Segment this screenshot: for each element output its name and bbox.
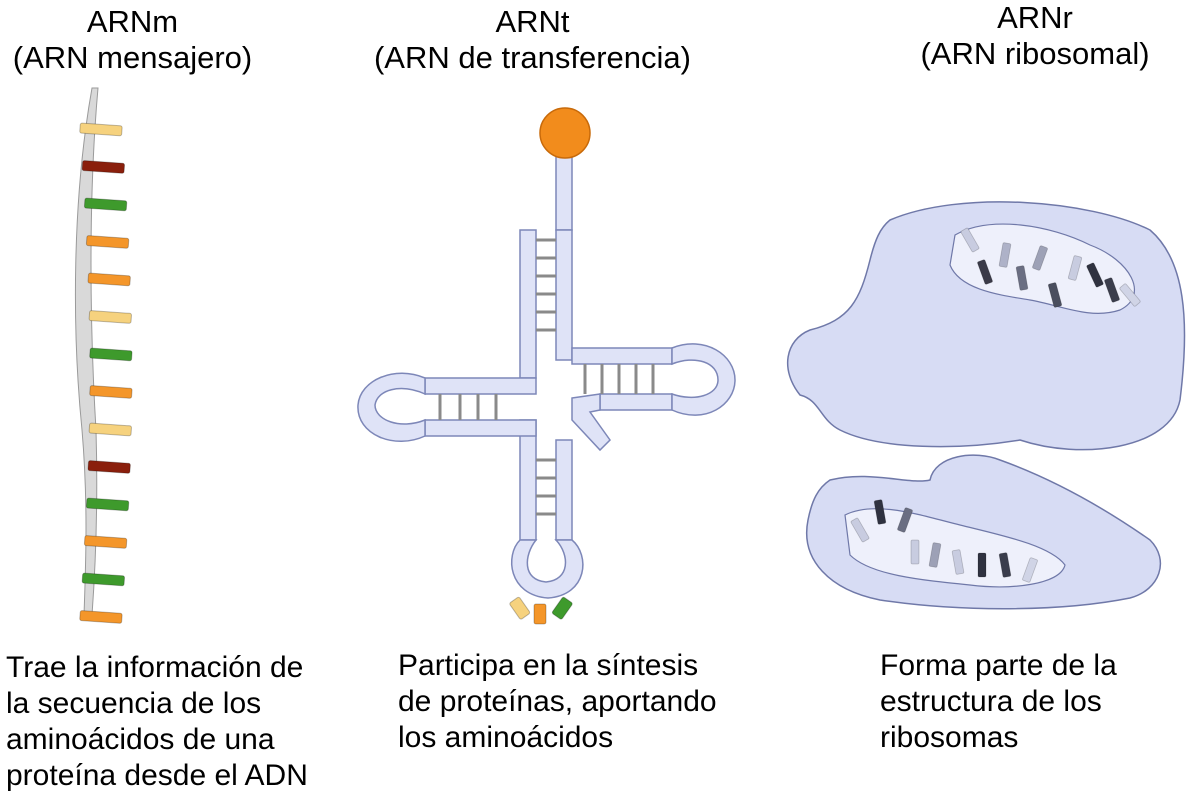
trna-description-line: de proteínas, aportando: [398, 685, 717, 718]
mrna-base-light-yellow: [79, 122, 123, 137]
mrna-base-orange: [89, 385, 133, 399]
mrna-description-line: Trae la información de: [6, 651, 304, 684]
mrna-description-line: aminoácidos de una: [6, 723, 275, 756]
mrna-base-orange: [79, 610, 123, 624]
rrna-base: [1119, 283, 1141, 307]
trna-description-line: Participa en la síntesis: [398, 649, 699, 682]
rrna-base: [1015, 265, 1029, 291]
rrna-description-line: ribosomas: [880, 721, 1019, 754]
mrna-base-green: [81, 572, 126, 587]
mrna-base-orange: [85, 235, 130, 249]
mrna-base-green: [89, 347, 133, 362]
mrna-title: ARNm (ARN mensajero): [0, 4, 265, 76]
rrna-base: [873, 499, 887, 525]
rrna-title: ARNr (ARN ribosomal): [895, 0, 1175, 72]
rrna-base: [910, 539, 920, 565]
rrna-description-line: estructura de los: [880, 685, 1102, 718]
mrna-description-line: la secuencia de los: [6, 687, 262, 720]
mrna-base-dark-red: [81, 160, 126, 174]
rrna-base: [850, 517, 870, 543]
rrna-base: [998, 242, 1012, 268]
mrna-base-green: [83, 197, 128, 212]
trna-title: ARNt (ARN de transferencia): [350, 4, 715, 76]
rrna-title-subtitle: (ARN ribosomal): [920, 36, 1150, 71]
anticodon-base-green: [551, 596, 573, 620]
trna-anticodon: [509, 596, 573, 625]
rrna-base: [960, 227, 980, 253]
rrna-base: [1032, 245, 1048, 271]
anticodon-base-light-yellow: [509, 596, 531, 620]
rrna-base: [977, 259, 993, 285]
rrna-base: [998, 552, 1012, 578]
mrna-base-orange: [87, 272, 131, 287]
rrna-base: [928, 542, 942, 568]
rrna-base: [1086, 262, 1104, 288]
rrna-base: [1047, 282, 1063, 308]
mrna-base-green: [85, 497, 130, 512]
rrna-description: Forma parte de la estructura de los ribo…: [880, 648, 1117, 756]
mrna-base-light-yellow: [88, 310, 132, 324]
mrna-base-light-yellow: [88, 422, 132, 437]
amino-acid-sphere: [539, 107, 591, 159]
rrna-title-main: ARNr: [997, 0, 1073, 35]
mrna-title-main: ARNm: [86, 4, 179, 39]
rrna-base: [977, 552, 987, 578]
mrna-strand: [74, 87, 133, 624]
rrna-base: [897, 507, 913, 533]
ribosome: [786, 201, 1186, 610]
rrna-base: [1067, 255, 1083, 281]
anticodon-base-orange: [533, 603, 547, 625]
rrna-base: [1104, 277, 1120, 303]
mrna-base-orange: [83, 535, 128, 549]
rrna-base: [1022, 557, 1038, 583]
trna-base-pairs: [438, 238, 655, 516]
trna-structure: [357, 149, 736, 599]
trna-title-main: ARNt: [495, 4, 570, 39]
trna-title-subtitle: (ARN de transferencia): [373, 40, 691, 75]
trna-description-line: los aminoácidos: [398, 721, 614, 754]
mrna-description: Trae la información de la secuencia de l…: [6, 650, 308, 794]
rrna-description-line: Forma parte de la: [880, 649, 1117, 682]
rrna-base: [951, 549, 965, 575]
mrna-title-subtitle: (ARN mensajero): [12, 40, 253, 75]
trna-description: Participa en la síntesis de proteínas, a…: [398, 648, 717, 756]
mrna-description-line: proteína desde el ADN: [6, 759, 308, 792]
mrna-base-dark-red: [87, 460, 131, 474]
